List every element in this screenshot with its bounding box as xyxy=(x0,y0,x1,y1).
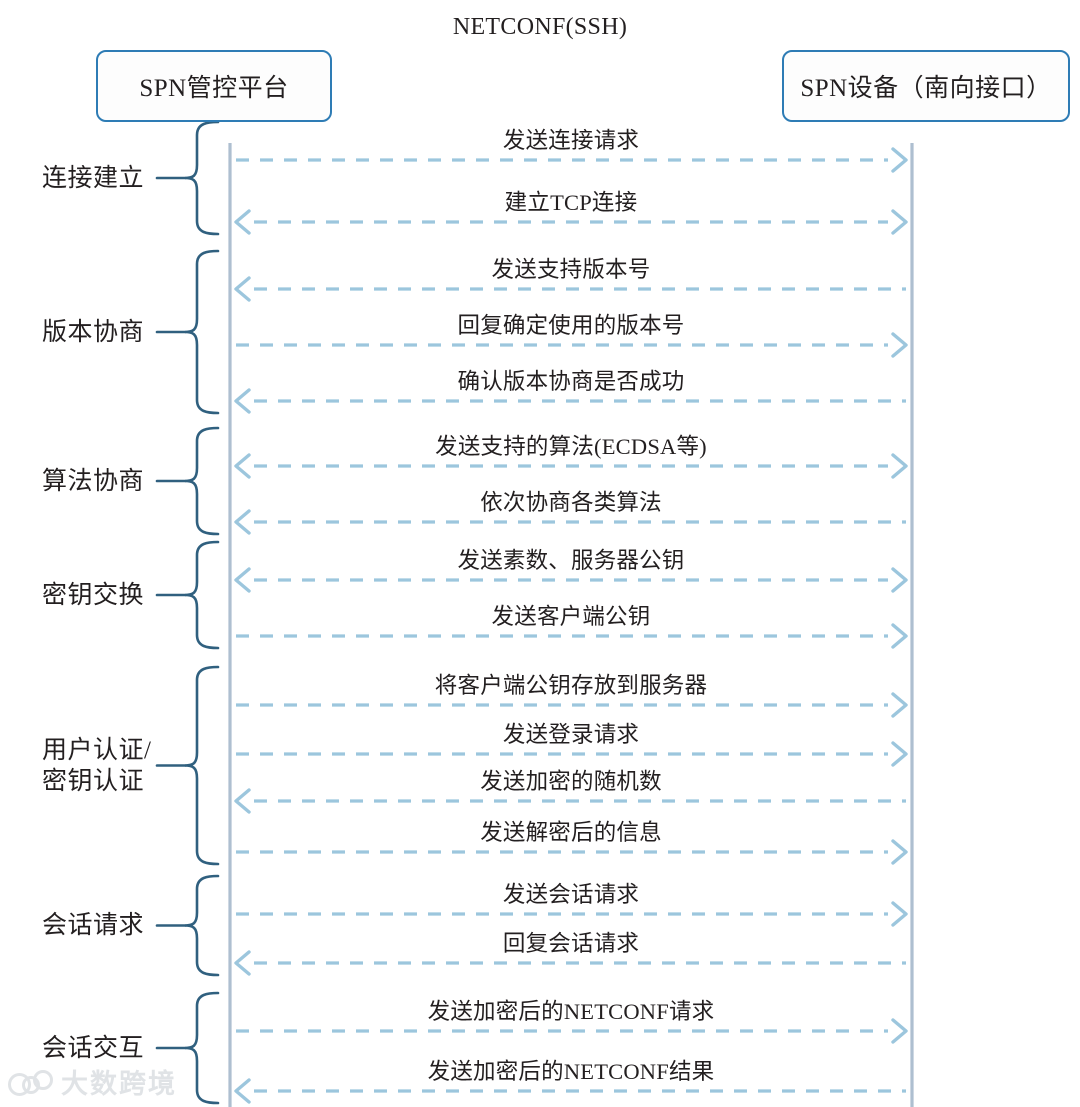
message-arrow-9 xyxy=(236,692,908,718)
message-label-4: 确认版本协商是否成功 xyxy=(457,369,685,394)
message-label-9: 将客户端公钥存放到服务器 xyxy=(434,673,708,698)
message-arrow-13 xyxy=(236,901,908,927)
message-label-15: 发送加密后的NETCONF请求 xyxy=(427,999,715,1024)
message-label-2: 发送支持版本号 xyxy=(491,257,651,282)
message-arrow-12 xyxy=(236,839,908,865)
message-arrow-6 xyxy=(234,509,906,535)
message-arrow-7 xyxy=(234,567,908,593)
phase-brace-key-exchange xyxy=(184,540,220,650)
message-arrow-1 xyxy=(234,209,908,235)
message-arrow-3 xyxy=(236,332,908,358)
message-arrow-14 xyxy=(234,950,906,976)
phase-label-user-key-authentication: 用户认证/ 密钥认证 xyxy=(42,736,152,795)
message-arrow-2 xyxy=(234,276,906,302)
message-arrow-0 xyxy=(236,147,908,173)
phase-label-version-negotiation: 版本协商 xyxy=(42,318,145,346)
phase-label-session-interaction: 会话交互 xyxy=(42,1034,145,1062)
message-label-10: 发送登录请求 xyxy=(502,722,640,747)
message-arrow-11 xyxy=(234,788,906,814)
message-label-7: 发送素数、服务器公钥 xyxy=(457,548,685,573)
message-label-5: 发送支持的算法(ECDSA等) xyxy=(435,434,707,459)
phase-brace-connection-establishment xyxy=(184,120,220,236)
phase-label-key-exchange: 密钥交换 xyxy=(42,581,145,609)
actor-label-left: SPN管控平台 xyxy=(139,75,289,102)
message-label-14: 回复会话请求 xyxy=(502,931,640,956)
message-arrow-4 xyxy=(234,388,906,414)
message-arrow-16 xyxy=(234,1078,906,1104)
phase-label-algorithm-negotiation: 算法协商 xyxy=(42,467,145,495)
actor-box-spn-management-platform[interactable]: SPN管控平台 xyxy=(96,50,332,122)
message-label-13: 发送会话请求 xyxy=(502,882,640,907)
phase-brace-user-key-authentication xyxy=(184,665,220,866)
message-label-11: 发送加密的随机数 xyxy=(480,769,662,794)
message-arrow-8 xyxy=(236,623,908,649)
message-label-1: 建立TCP连接 xyxy=(504,190,638,215)
actor-box-spn-device-southbound-interface[interactable]: SPN设备（南向接口） xyxy=(782,50,1070,122)
message-label-3: 回复确定使用的版本号 xyxy=(457,313,685,338)
message-label-8: 发送客户端公钥 xyxy=(491,604,651,629)
message-label-12: 发送解密后的信息 xyxy=(480,820,662,845)
phase-label-connection-establishment: 连接建立 xyxy=(42,164,145,192)
phase-label-session-request: 会话请求 xyxy=(42,912,145,939)
actor-label-right: SPN设备（南向接口） xyxy=(800,75,1052,102)
phase-brace-session-request xyxy=(184,874,220,977)
phase-brace-session-interaction xyxy=(184,991,220,1105)
phase-brace-algorithm-negotiation xyxy=(184,426,220,536)
message-label-0: 发送连接请求 xyxy=(502,128,640,153)
message-arrow-10 xyxy=(236,741,908,767)
phase-brace-version-negotiation xyxy=(184,249,220,415)
message-label-16: 发送加密后的NETCONF结果 xyxy=(427,1059,715,1084)
message-label-6: 依次协商各类算法 xyxy=(480,490,662,515)
message-arrow-15 xyxy=(236,1018,908,1044)
message-arrow-5 xyxy=(234,453,908,479)
